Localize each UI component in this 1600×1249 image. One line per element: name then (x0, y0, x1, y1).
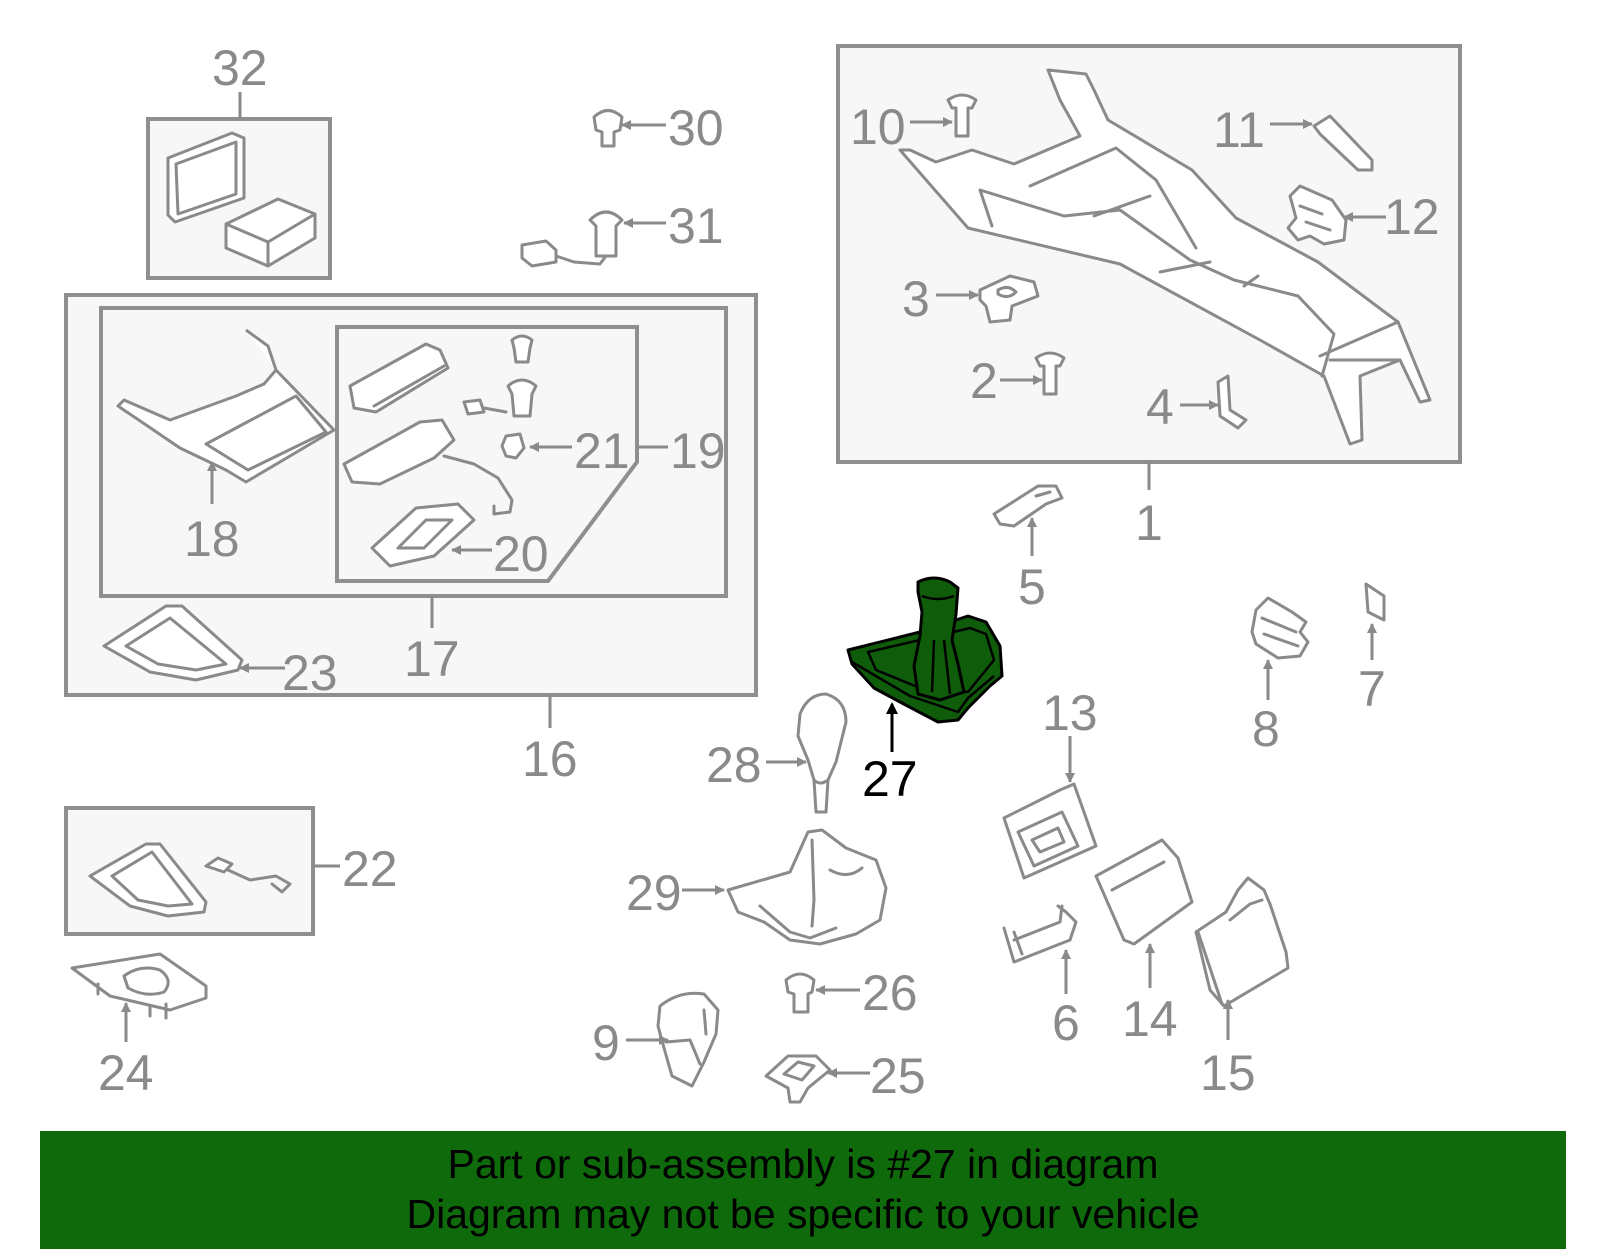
label-12: 12 (1384, 189, 1440, 245)
label-1: 1 (1135, 495, 1163, 551)
label-3: 3 (902, 271, 930, 327)
label-23: 23 (282, 645, 338, 701)
label-26: 26 (862, 965, 918, 1021)
label-24: 24 (98, 1045, 154, 1101)
label-19: 19 (670, 423, 726, 479)
part-29: 29 (626, 828, 888, 946)
label-14: 14 (1122, 991, 1178, 1047)
label-15: 15 (1200, 1045, 1256, 1101)
part-6: 6 (1002, 904, 1080, 1051)
part-5: 5 (992, 484, 1064, 615)
label-29: 29 (626, 865, 682, 921)
part-31: 31 (520, 198, 724, 268)
banner-line-1: Part or sub-assembly is #27 in diagram (447, 1141, 1159, 1187)
label-25: 25 (870, 1048, 926, 1104)
label-32: 32 (212, 40, 268, 96)
label-30: 30 (668, 100, 724, 156)
part-25: 25 (764, 1048, 926, 1104)
part-group-32: 32 (146, 40, 332, 280)
label-28: 28 (706, 737, 762, 793)
label-2: 2 (970, 353, 998, 409)
info-banner: Part or sub-assembly is #27 in diagram D… (40, 1131, 1566, 1249)
label-21: 21 (574, 423, 630, 479)
label-7: 7 (1358, 661, 1386, 717)
part-group-1: 1 10 11 12 3 2 4 (836, 44, 1462, 551)
parts-diagram: 32 30 31 16 17 18 (64, 40, 1462, 1104)
label-11: 11 (1213, 102, 1265, 158)
label-22: 22 (342, 841, 398, 897)
part-8: 8 (1250, 596, 1310, 757)
label-8: 8 (1252, 701, 1280, 757)
label-13: 13 (1042, 685, 1098, 741)
part-28: 28 (706, 692, 848, 814)
label-9: 9 (592, 1015, 620, 1071)
label-17: 17 (404, 631, 460, 687)
banner-line-2: Diagram may not be specific to your vehi… (406, 1191, 1200, 1237)
part-9: 9 (592, 991, 720, 1088)
label-5: 5 (1018, 559, 1046, 615)
label-10: 10 (850, 99, 906, 155)
part-group-16: 16 17 18 21 19 20 23 (64, 293, 758, 787)
label-4: 4 (1146, 379, 1174, 435)
label-16: 16 (522, 731, 578, 787)
label-20: 20 (493, 526, 549, 582)
part-15: 15 (1194, 876, 1290, 1101)
part-13: 13 (1002, 685, 1098, 880)
part-26: 26 (784, 965, 918, 1021)
part-24: 24 (70, 952, 208, 1101)
label-27: 27 (862, 751, 918, 807)
label-31: 31 (668, 198, 724, 254)
part-14: 14 (1094, 838, 1194, 1047)
part-group-22: 22 (64, 806, 398, 936)
part-7: 7 (1358, 582, 1386, 717)
part-27-shift-boot-trim: 27 (846, 576, 1004, 807)
label-18: 18 (184, 511, 240, 567)
label-6: 6 (1052, 995, 1080, 1051)
part-30: 30 (592, 100, 724, 156)
